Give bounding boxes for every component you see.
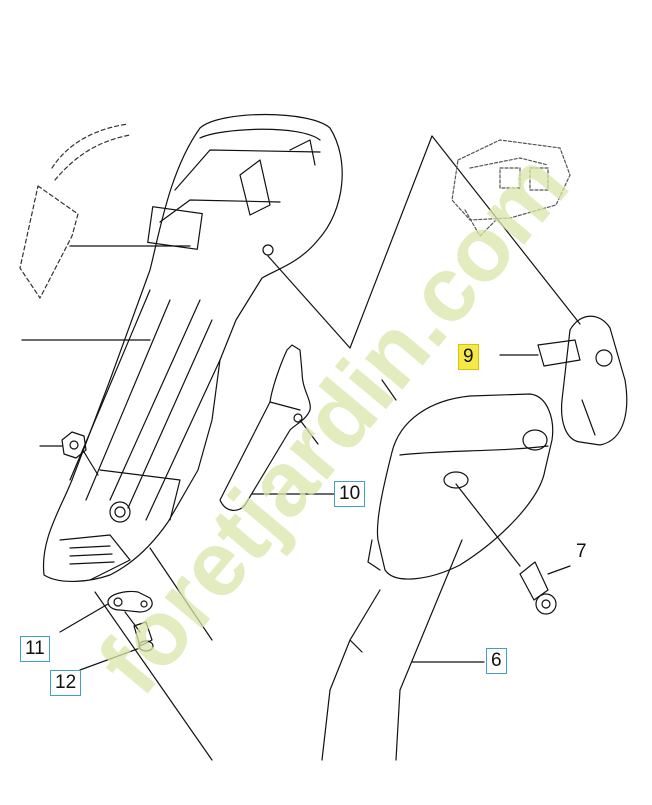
assembly-lines	[94, 135, 581, 761]
callout-9[interactable]: 9	[458, 344, 479, 370]
trigger-lever-part	[219, 344, 319, 511]
callout-10[interactable]: 10	[334, 481, 366, 507]
throttle-lock-part	[499, 315, 628, 446]
screw-part	[455, 483, 571, 615]
washer-part	[59, 590, 153, 633]
callout-7-label: 7	[576, 541, 587, 562]
handle-cover-part	[321, 379, 554, 761]
callout-11[interactable]: 11	[20, 636, 50, 662]
callout-7[interactable]: 7	[572, 540, 591, 564]
callout-12[interactable]: 12	[50, 670, 82, 696]
nut-part	[61, 431, 99, 476]
callout-11-label: 11	[25, 638, 45, 659]
callout-10-label: 10	[339, 483, 361, 504]
callout-9-label: 9	[463, 346, 474, 367]
small-screw-part	[79, 611, 154, 671]
callout-6-label: 6	[491, 650, 502, 671]
switch-assembly-part	[451, 139, 571, 237]
callout-6[interactable]: 6	[486, 648, 507, 674]
leader-lines-housing	[21, 245, 191, 447]
dashed-label-part	[19, 123, 131, 299]
callout-12-label: 12	[55, 672, 77, 693]
